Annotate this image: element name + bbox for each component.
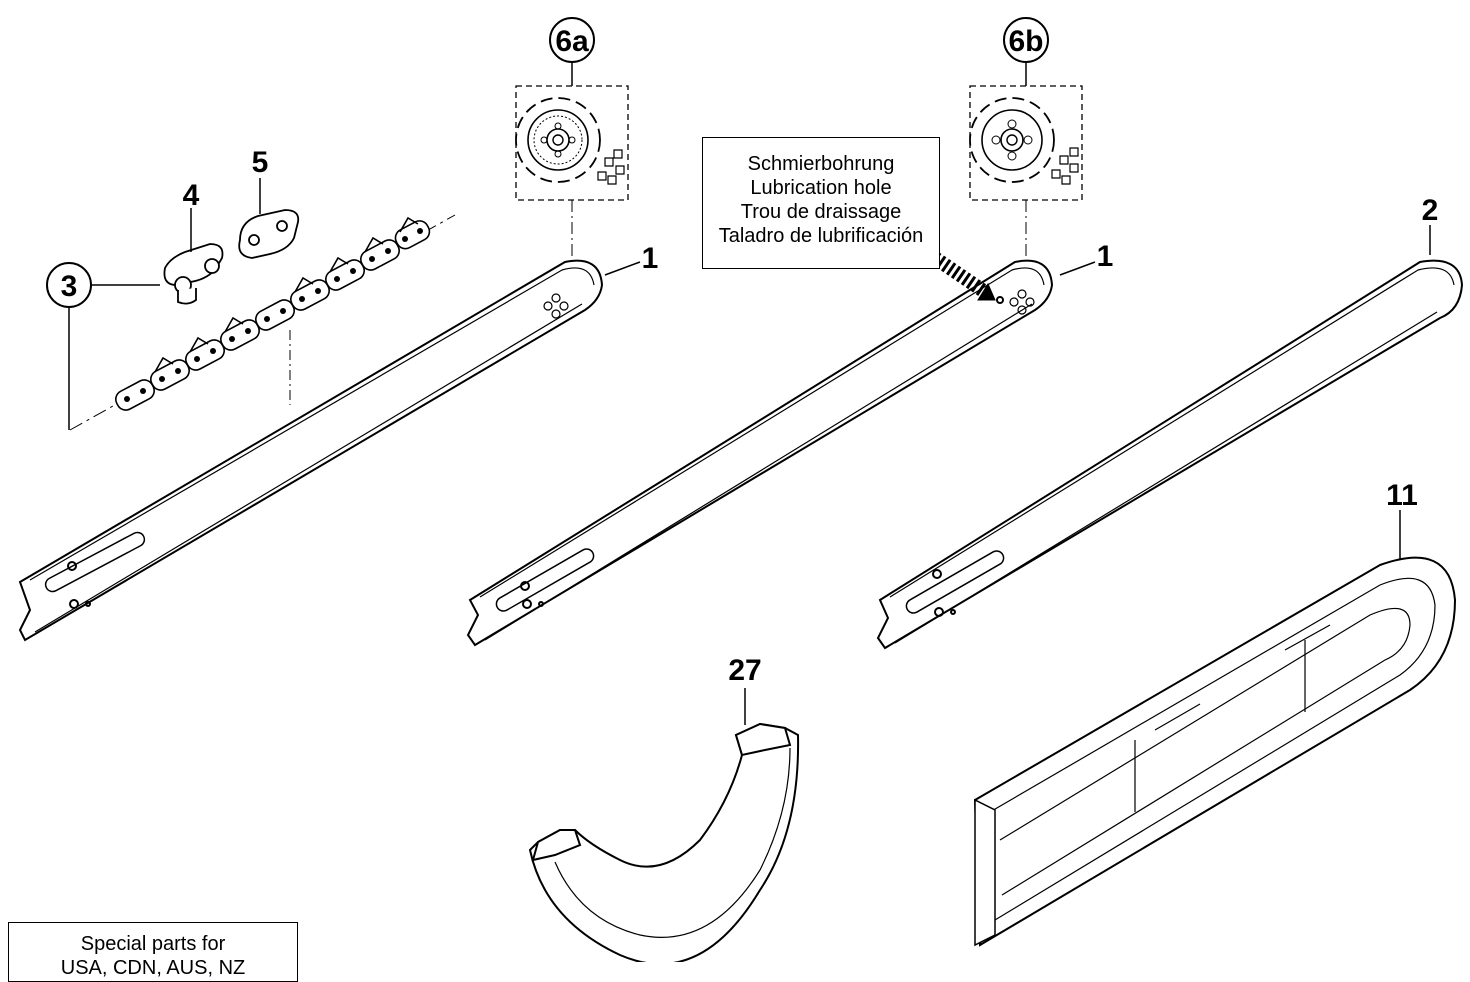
special-parts-note: Special parts for USA, CDN, AUS, NZ bbox=[8, 922, 298, 982]
guide-bar-middle bbox=[466, 259, 1054, 647]
callout-1-left: 1 bbox=[642, 242, 659, 275]
callout-11: 11 bbox=[1386, 479, 1418, 512]
svg-text:6b: 6b bbox=[1008, 25, 1043, 58]
rivet-link-part-4 bbox=[163, 243, 224, 305]
callout-5: 5 bbox=[252, 146, 269, 179]
note-line-de: Schmierbohrung bbox=[747, 153, 895, 175]
guide-bar-left bbox=[18, 259, 604, 642]
note-line-en: Lubrication hole bbox=[750, 177, 892, 199]
leader-lines bbox=[68, 62, 1431, 725]
callout-1-middle: 1 bbox=[1097, 240, 1114, 273]
rivet-icon bbox=[597, 149, 625, 185]
parts-diagram: 6a 6b 3 4 5 1 1 2 11 27 bbox=[18, 17, 1464, 962]
svg-text:3: 3 bbox=[61, 270, 78, 303]
callout-2: 2 bbox=[1422, 194, 1439, 227]
sprocket-nose-holes-icon bbox=[543, 293, 569, 319]
callout-3: 3 bbox=[46, 262, 92, 308]
note-line-es: Taladro de lubrificación bbox=[718, 225, 924, 247]
special-line-2: USA, CDN, AUS, NZ bbox=[60, 957, 246, 979]
rivet-icon bbox=[1051, 147, 1079, 185]
note-line-fr: Trou de draissage bbox=[740, 201, 902, 223]
bar-cover-part-11 bbox=[973, 556, 1457, 947]
bumper-part-27 bbox=[528, 722, 800, 962]
callout-6a: 6a bbox=[549, 17, 595, 63]
lubrication-arrow-icon bbox=[931, 252, 996, 301]
callout-27: 27 bbox=[728, 654, 761, 687]
svg-text:6a: 6a bbox=[555, 25, 589, 58]
sprocket-nose-holes-icon bbox=[1009, 289, 1035, 315]
lubrication-hole-note: Schmierbohrung Lubrication hole Trou de … bbox=[702, 137, 940, 269]
callout-4: 4 bbox=[183, 179, 200, 212]
callout-6b: 6b bbox=[1003, 17, 1049, 63]
side-link-part-5 bbox=[238, 209, 300, 259]
sprocket-nose-6b bbox=[969, 85, 1083, 258]
special-line-1: Special parts for bbox=[80, 933, 226, 955]
sprocket-nose-6a bbox=[515, 85, 629, 258]
saw-chain bbox=[69, 214, 456, 431]
guide-bar-right bbox=[876, 259, 1464, 650]
